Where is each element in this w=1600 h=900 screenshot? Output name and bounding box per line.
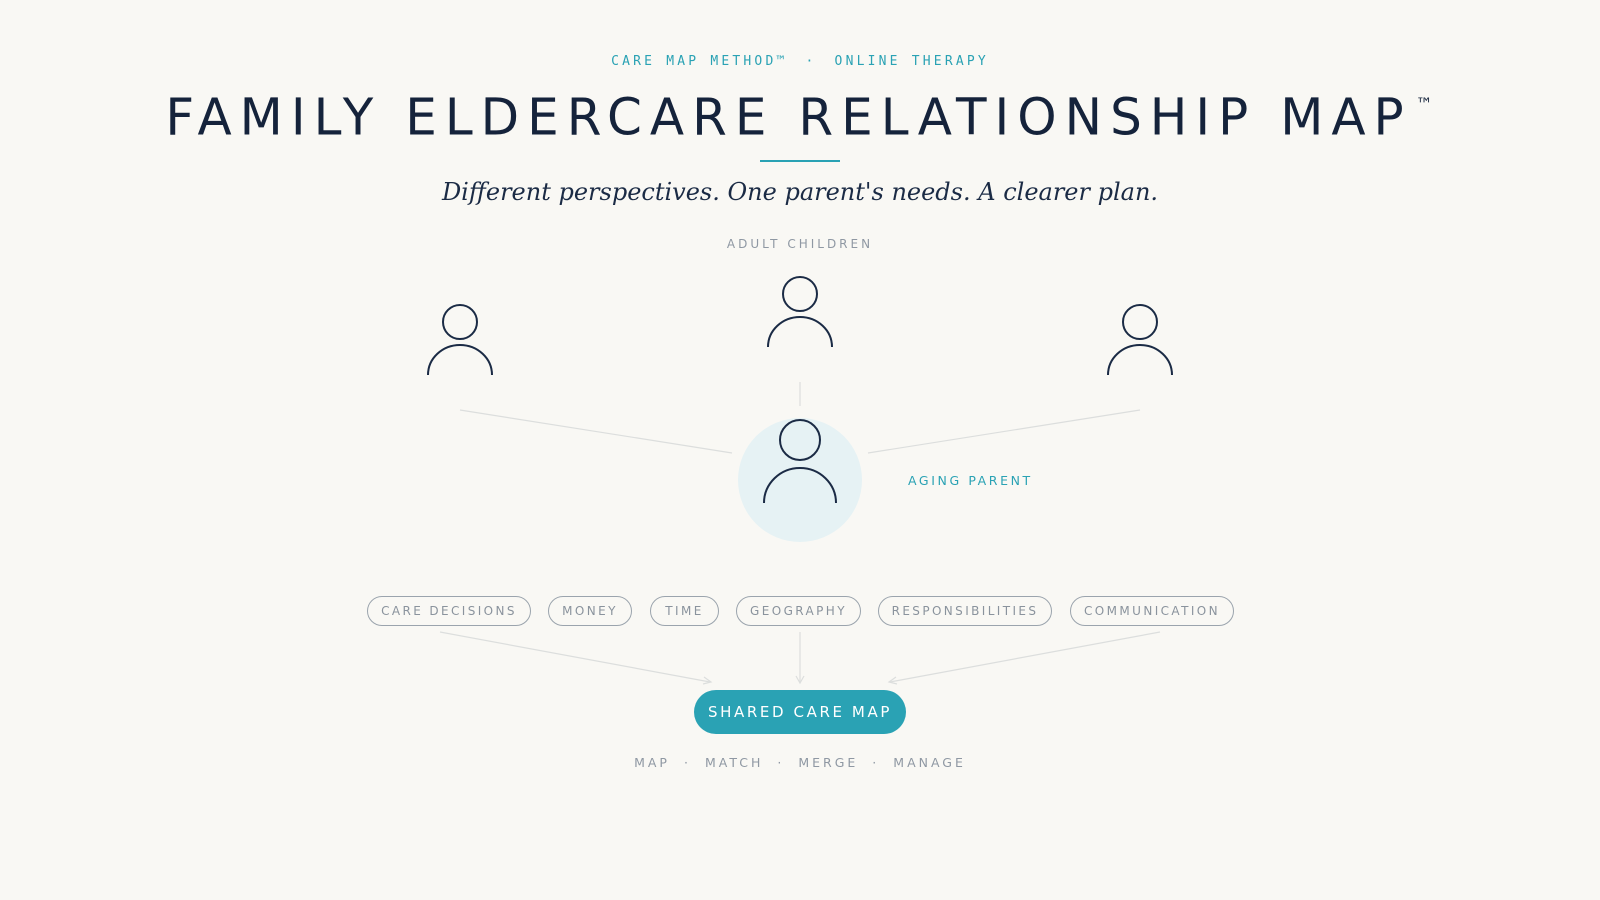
topic-chip-care-decisions: CARE DECISIONS — [367, 596, 531, 626]
step-merge: MERGE — [798, 755, 859, 770]
person-icon — [1107, 304, 1173, 376]
trademark-mark: ™ — [1415, 94, 1435, 115]
eyebrow-separator: · — [805, 54, 817, 69]
topic-chip-time: TIME — [650, 596, 719, 626]
step-match: MATCH — [704, 755, 764, 770]
arrow-right — [889, 631, 1161, 683]
process-steps: MAP · MATCH · MERGE · MANAGE — [0, 755, 1600, 770]
page-title-text: FAMILY ELDERCARE RELATIONSHIP MAP — [165, 87, 1412, 147]
connector-lines — [459, 382, 1141, 454]
eyebrow-method: CARE MAP METHOD™ — [611, 54, 788, 69]
arrow-left-head — [702, 676, 713, 685]
step-manage: MANAGE — [893, 755, 966, 770]
adult-children-label: ADULT CHILDREN — [726, 237, 874, 251]
arrow-right-head — [887, 676, 898, 685]
eyebrow-therapy: ONLINE THERAPY — [834, 54, 989, 69]
person-icon — [767, 276, 833, 348]
connector-right-child — [867, 409, 1141, 454]
topic-arrows — [439, 631, 1161, 685]
step-separator: · — [872, 755, 880, 770]
topic-chip-money: MONEY — [548, 596, 632, 626]
title-underline — [760, 160, 840, 162]
connector-left-child — [459, 409, 733, 454]
topic-chip-communication: COMMUNICATION — [1070, 596, 1234, 626]
shared-care-map-button[interactable]: SHARED CARE MAP — [694, 690, 906, 734]
person-icon — [427, 304, 493, 376]
topic-chip-geography: GEOGRAPHY — [736, 596, 861, 626]
step-map: MAP — [634, 755, 670, 770]
arrow-center-head — [795, 675, 805, 685]
aging-parent-label: AGING PARENT — [908, 473, 1033, 488]
person-icon — [763, 419, 837, 504]
parent-halo — [738, 418, 862, 542]
subtitle: Different perspectives. One parent's nee… — [441, 178, 1159, 206]
step-separator: · — [683, 755, 691, 770]
eyebrow: CARE MAP METHOD™ · ONLINE THERAPY — [0, 54, 1600, 69]
arrow-left — [439, 631, 711, 683]
topic-chip-responsibilities: RESPONSIBILITIES — [878, 596, 1052, 626]
step-separator: · — [777, 755, 785, 770]
